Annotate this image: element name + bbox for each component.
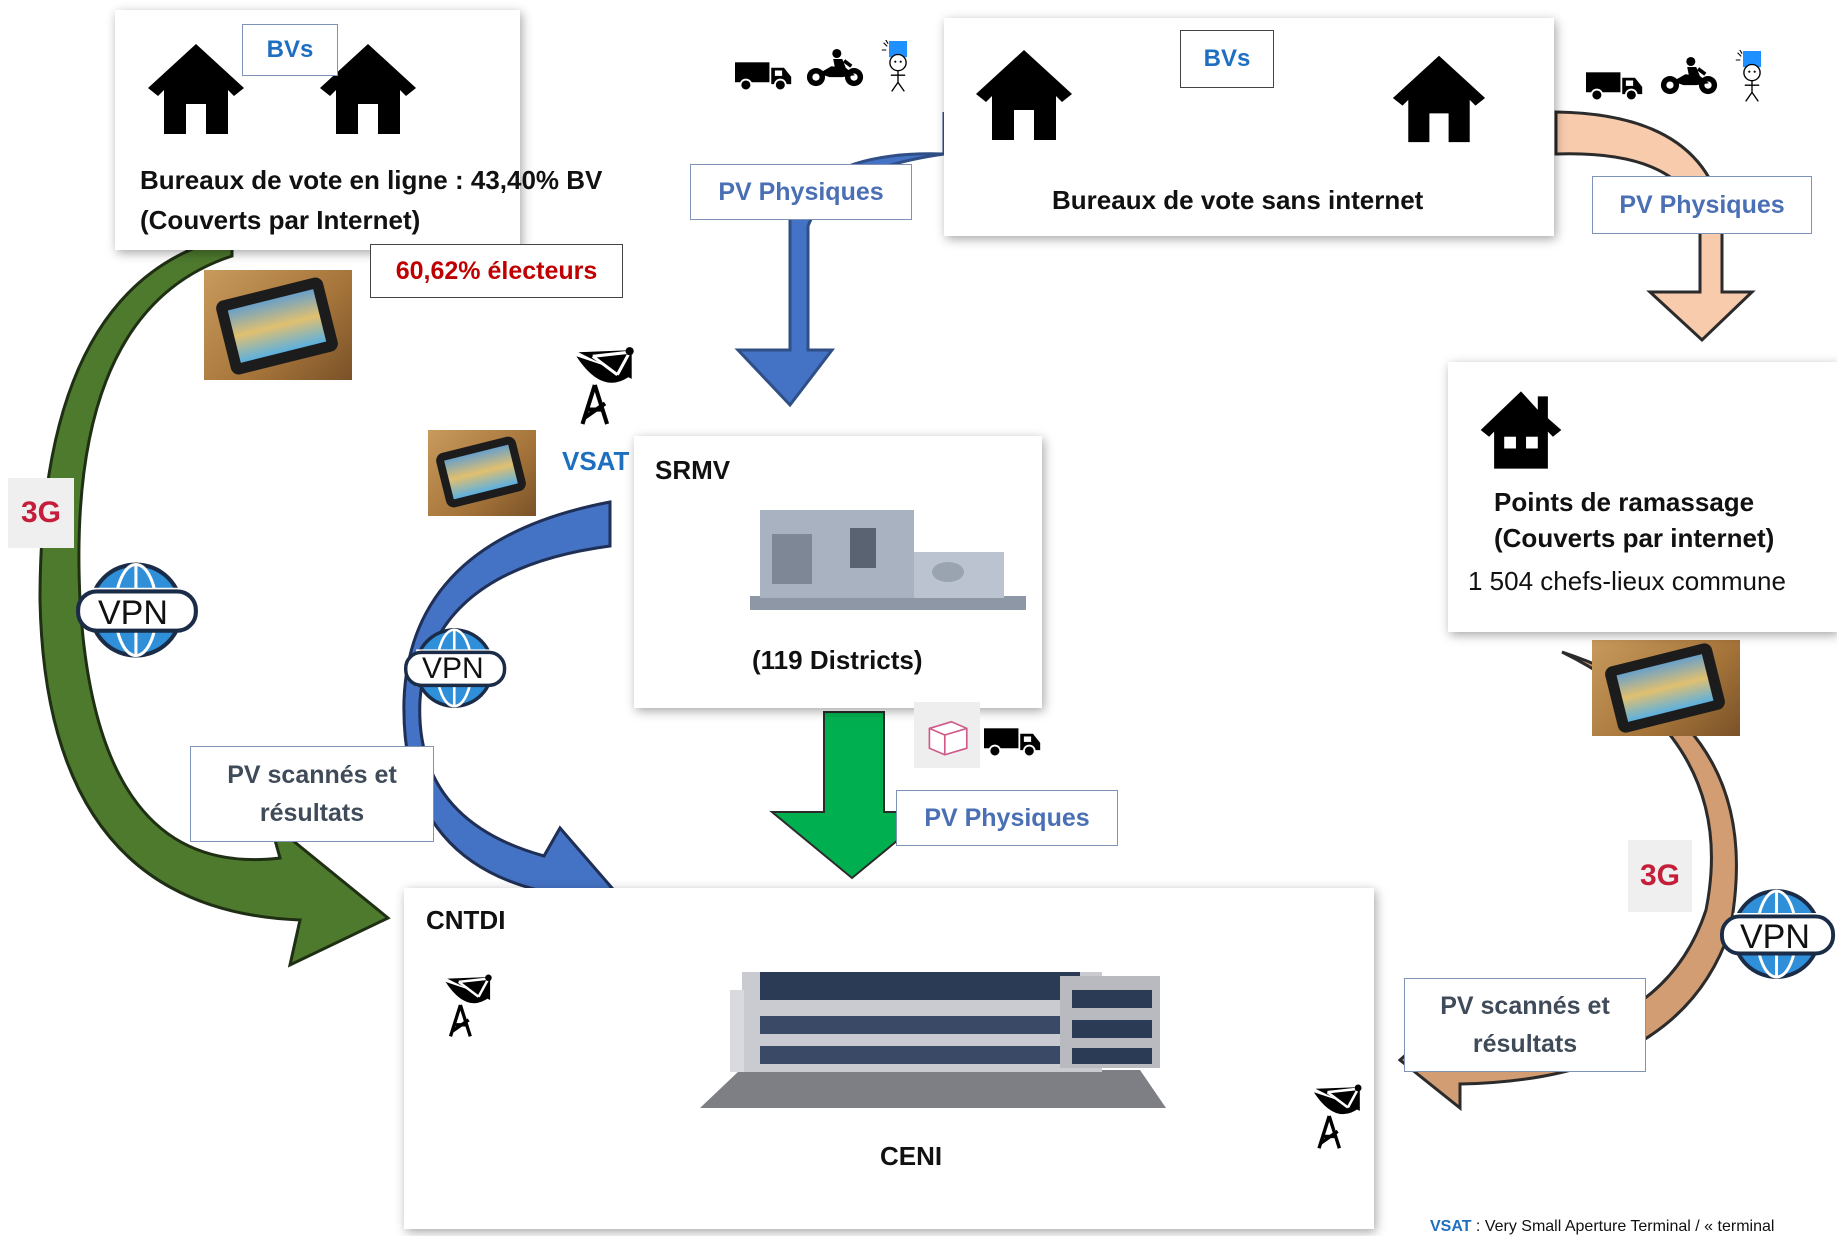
electeurs-badge: 60,62% électeurs	[370, 244, 623, 298]
building-icon	[700, 972, 1166, 1108]
ramassage-line2: (Couverts par internet)	[1494, 523, 1775, 553]
satellite-dish-icon	[438, 972, 496, 1038]
cntdi-title: CNTDI	[426, 905, 506, 935]
house-icon	[140, 38, 252, 138]
offline-bv-title: Bureaux de vote sans internet	[1052, 185, 1424, 215]
pv-scannes-line1: PV scannés et	[1440, 992, 1610, 1020]
bvs-label-online: BVs	[242, 24, 338, 76]
pv-scannes-label: PV scannés et résultats	[190, 746, 434, 842]
arrow-ramassage-to-cntdi	[1397, 650, 1738, 1112]
vpn-globe-icon: VPN	[404, 620, 508, 716]
tablet-photo	[428, 430, 536, 516]
satellite-dish-icon	[568, 344, 638, 426]
truck-icon	[984, 724, 1042, 758]
pv-physiques-label: PV Physiques	[690, 164, 912, 220]
ramassage-line3: 1 504 chefs-lieux commune	[1468, 566, 1786, 596]
truck-icon	[735, 58, 793, 92]
motorbike-icon	[1660, 54, 1718, 98]
vpn-globe-icon: VPN	[1720, 882, 1837, 986]
vsat-label: VSAT	[562, 446, 630, 476]
house-icon	[968, 44, 1080, 144]
motorbike-icon	[806, 46, 864, 90]
3g-icon: 3G	[8, 478, 74, 548]
courier-icon	[880, 40, 916, 96]
srmv-title: SRMV	[655, 455, 731, 485]
pv-physiques-label: PV Physiques	[896, 790, 1118, 846]
pv-scannes-line1: PV scannés et	[227, 761, 397, 789]
vpn-label: VPN	[98, 594, 168, 632]
vpn-label: VPN	[1740, 918, 1810, 956]
pv-scannes-line2: résultats	[1472, 1030, 1578, 1058]
footer-abbr: VSAT	[1430, 1218, 1472, 1235]
footer-text: : Very Small Aperture Terminal / « termi…	[1471, 1218, 1775, 1235]
pv-scannes-line2: résultats	[259, 799, 365, 827]
vpn-globe-icon: VPN	[76, 556, 200, 664]
arrow-srmv-to-cntdi	[769, 711, 935, 880]
vpn-label: VPN	[422, 652, 484, 685]
bvs-label-offline: BVs	[1180, 30, 1274, 88]
footer-note: VSAT : Very Small Aperture Terminal / « …	[1430, 1218, 1774, 1236]
3g-icon: 3G	[1628, 840, 1692, 912]
satellite-dish-icon	[1308, 1082, 1364, 1150]
house-icon	[1480, 391, 1562, 469]
arrow-online-to-cntdi	[38, 234, 391, 968]
pv-physiques-label: PV Physiques	[1592, 176, 1812, 234]
online-bv-title-line2: (Couverts par Internet)	[140, 205, 421, 235]
building-icon	[750, 510, 1026, 610]
ramassage-line1: Points de ramassage	[1494, 487, 1755, 517]
ceni-label: CENI	[880, 1141, 943, 1171]
courier-icon	[1734, 50, 1770, 106]
online-bv-title-line1: Bureaux de vote en ligne : 43,40% BV	[140, 165, 603, 195]
arrow-bv-to-srmv	[734, 112, 946, 408]
tablet-photo	[204, 270, 352, 380]
house-icon	[1385, 50, 1493, 146]
tablet-photo	[1592, 640, 1740, 736]
srmv-districts: (119 Districts)	[752, 645, 923, 675]
arrow-offline-to-ramassage	[1554, 110, 1756, 343]
pv-scannes-label: PV scannés et résultats	[1404, 978, 1646, 1072]
package-icon	[914, 702, 980, 768]
truck-icon	[1586, 68, 1644, 102]
